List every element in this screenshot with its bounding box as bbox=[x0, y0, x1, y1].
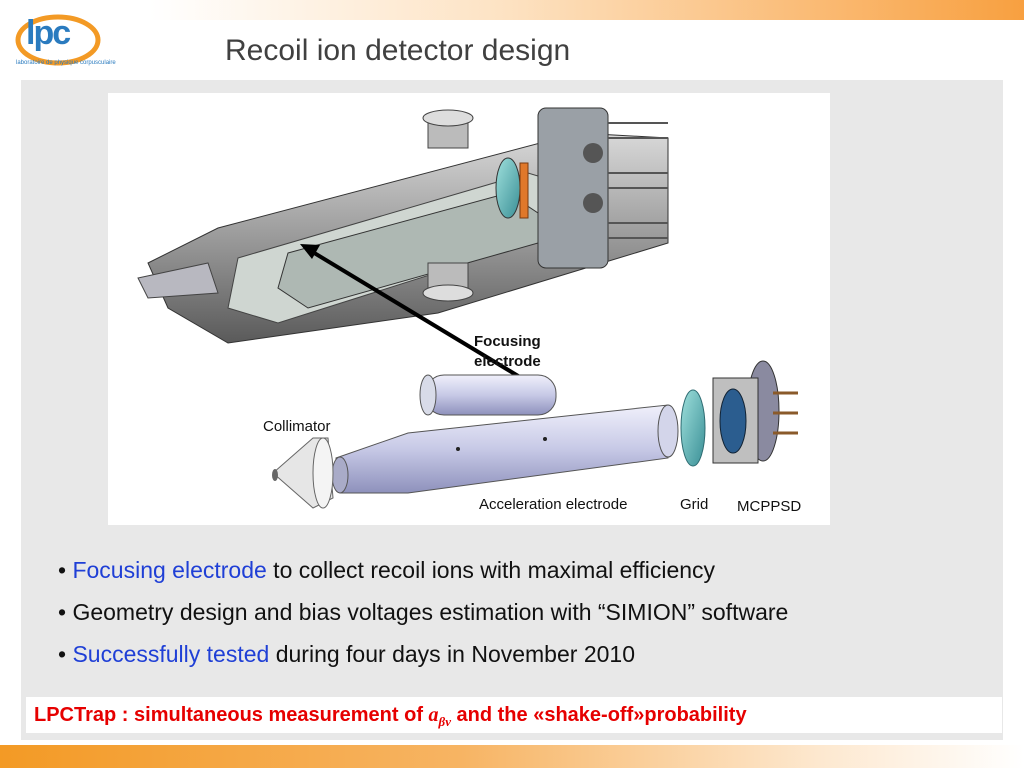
slide-title: Recoil ion detector design bbox=[225, 34, 571, 67]
focusing-electrode-part bbox=[419, 374, 557, 416]
label-acceleration-electrode: Acceleration electrode bbox=[479, 496, 628, 513]
a-beta-nu-symbol: aβν bbox=[428, 704, 451, 729]
bullet-text: to collect recoil ions with maximal effi… bbox=[266, 557, 716, 583]
vacuum-chamber-cutaway bbox=[137, 107, 669, 344]
logo-subtitle: laboratoire de physique corpusculaire bbox=[16, 60, 116, 66]
bullet-item: • Geometry design and bias voltages esti… bbox=[58, 599, 789, 625]
logo-ring-icon bbox=[15, 14, 101, 66]
detector-figure: Focusing electrode Collimator Accelerati… bbox=[108, 93, 830, 525]
conclusion-banner: LPCTrap : simultaneous measurement of aβ… bbox=[26, 697, 1002, 733]
bullet-text: during four days in November 2010 bbox=[269, 641, 635, 667]
label-focusing-electrode: Focusing electrode bbox=[474, 333, 541, 370]
bullet-list: • Focusing electrode to collect recoil i… bbox=[58, 555, 998, 681]
bullet-item: • Focusing electrode to collect recoil i… bbox=[58, 557, 716, 583]
bullet-highlight: Successfully tested bbox=[72, 641, 270, 667]
label-mcppsd: MCPPSD bbox=[737, 498, 802, 515]
logo-text: lpc bbox=[26, 14, 71, 52]
label-grid: Grid bbox=[680, 496, 709, 513]
acceleration-electrode-part bbox=[331, 404, 679, 494]
bullet-item: • Successfully tested during four days i… bbox=[58, 641, 635, 667]
top-decor-stripe bbox=[150, 0, 1024, 20]
lpc-logo bbox=[12, 12, 112, 72]
grid-part bbox=[680, 389, 706, 467]
detector-illustration bbox=[137, 107, 798, 509]
mcppsd-part bbox=[712, 360, 798, 464]
bullet-highlight: Focusing electrode bbox=[72, 557, 267, 583]
label-collimator: Collimator bbox=[263, 418, 331, 435]
bottom-decor-stripe bbox=[0, 745, 1024, 768]
collimator-part bbox=[272, 437, 334, 509]
bullet-text: Geometry design and bias voltages estima… bbox=[72, 599, 789, 625]
